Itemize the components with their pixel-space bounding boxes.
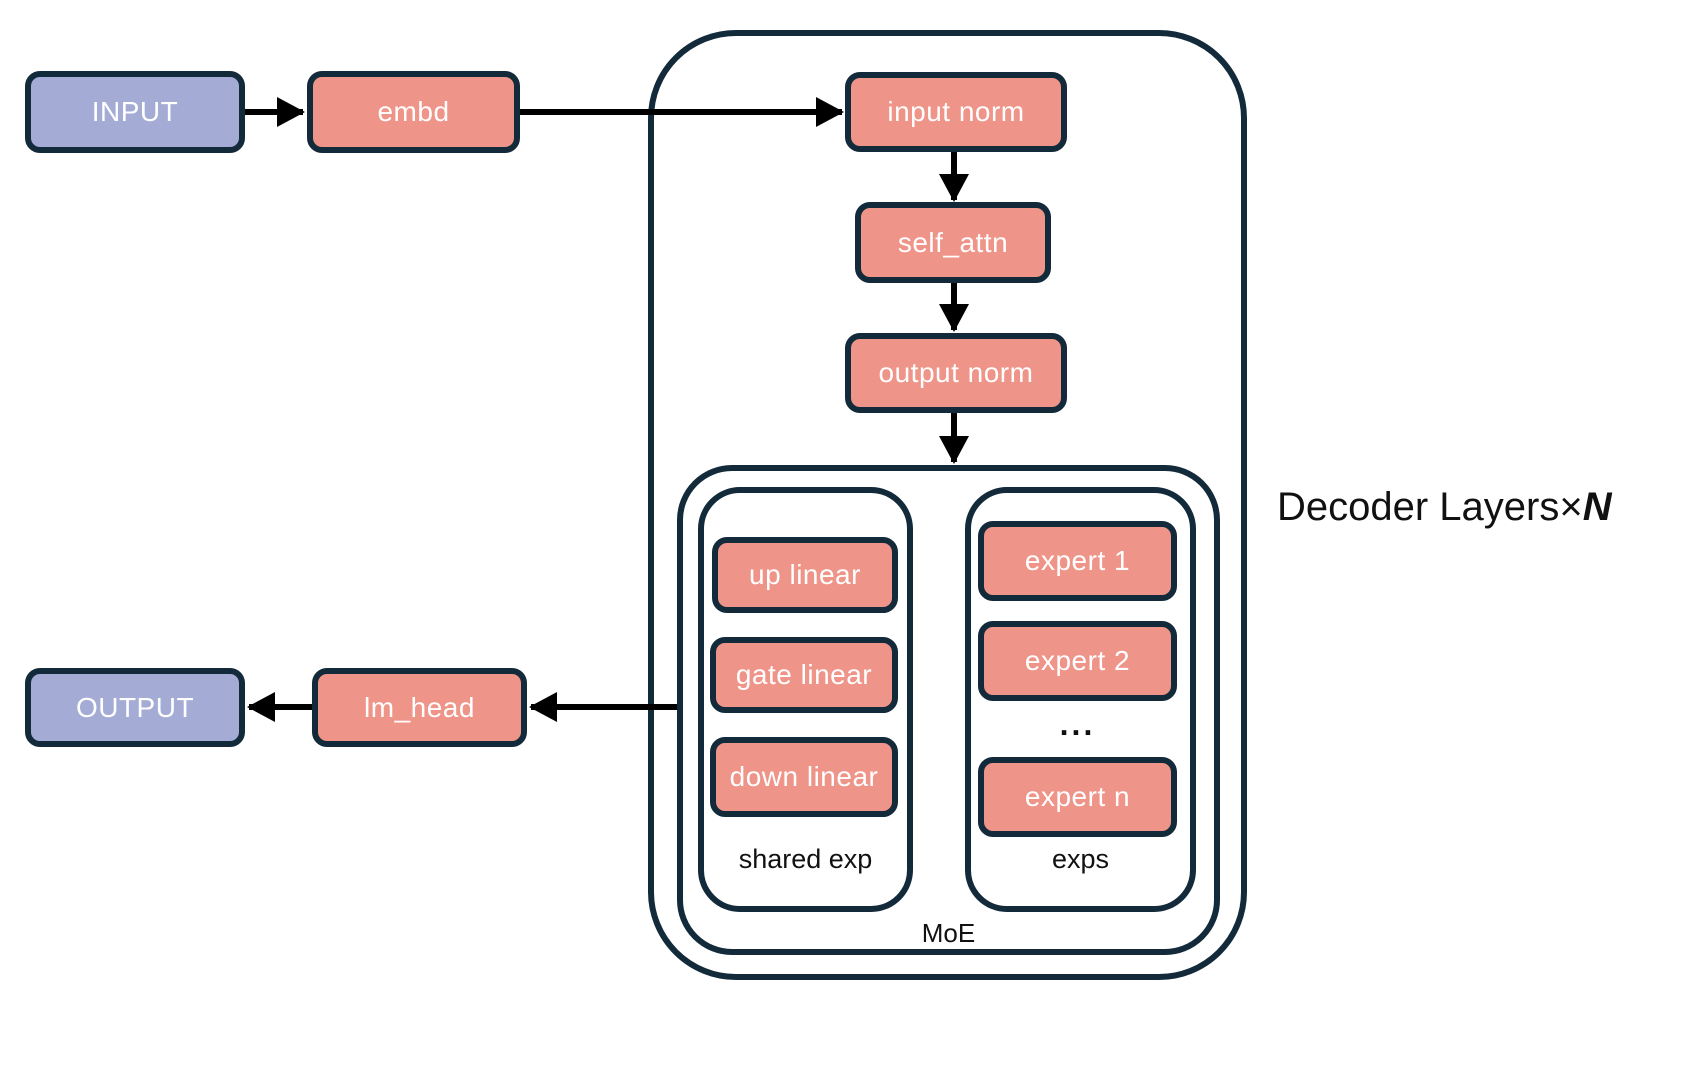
- experts-ellipsis: ...: [1059, 706, 1096, 742]
- input-node: INPUT: [25, 71, 245, 153]
- decoder-layers-label-text: Decoder Layers×: [1277, 485, 1583, 529]
- self-attn-node: self_attn: [855, 202, 1051, 283]
- lm-head-node: lm_head: [312, 668, 527, 747]
- up-linear-node: up linear: [712, 537, 898, 613]
- moe-container: [677, 465, 1220, 955]
- shared-exp-container: [698, 487, 913, 912]
- decoder-layers-label: Decoder Layers×N: [1277, 487, 1612, 527]
- gate-linear-node: gate linear: [710, 637, 898, 713]
- input-norm-node: input norm: [845, 72, 1067, 152]
- exps-label: exps: [1051, 844, 1110, 874]
- expert-n-node: expert n: [978, 757, 1177, 837]
- decoder-layers-n: N: [1582, 485, 1612, 529]
- expert-2-node: expert 2: [978, 621, 1177, 701]
- moe-label: MoE: [921, 918, 976, 948]
- embd-node: embd: [307, 71, 520, 153]
- output-node: OUTPUT: [25, 668, 245, 747]
- shared-exp-label: shared exp: [738, 844, 873, 874]
- down-linear-node: down linear: [710, 737, 898, 817]
- exps-container: [965, 487, 1196, 912]
- output-norm-node: output norm: [845, 333, 1067, 413]
- expert-1-node: expert 1: [978, 521, 1177, 601]
- decoder-layers-container: [648, 30, 1247, 980]
